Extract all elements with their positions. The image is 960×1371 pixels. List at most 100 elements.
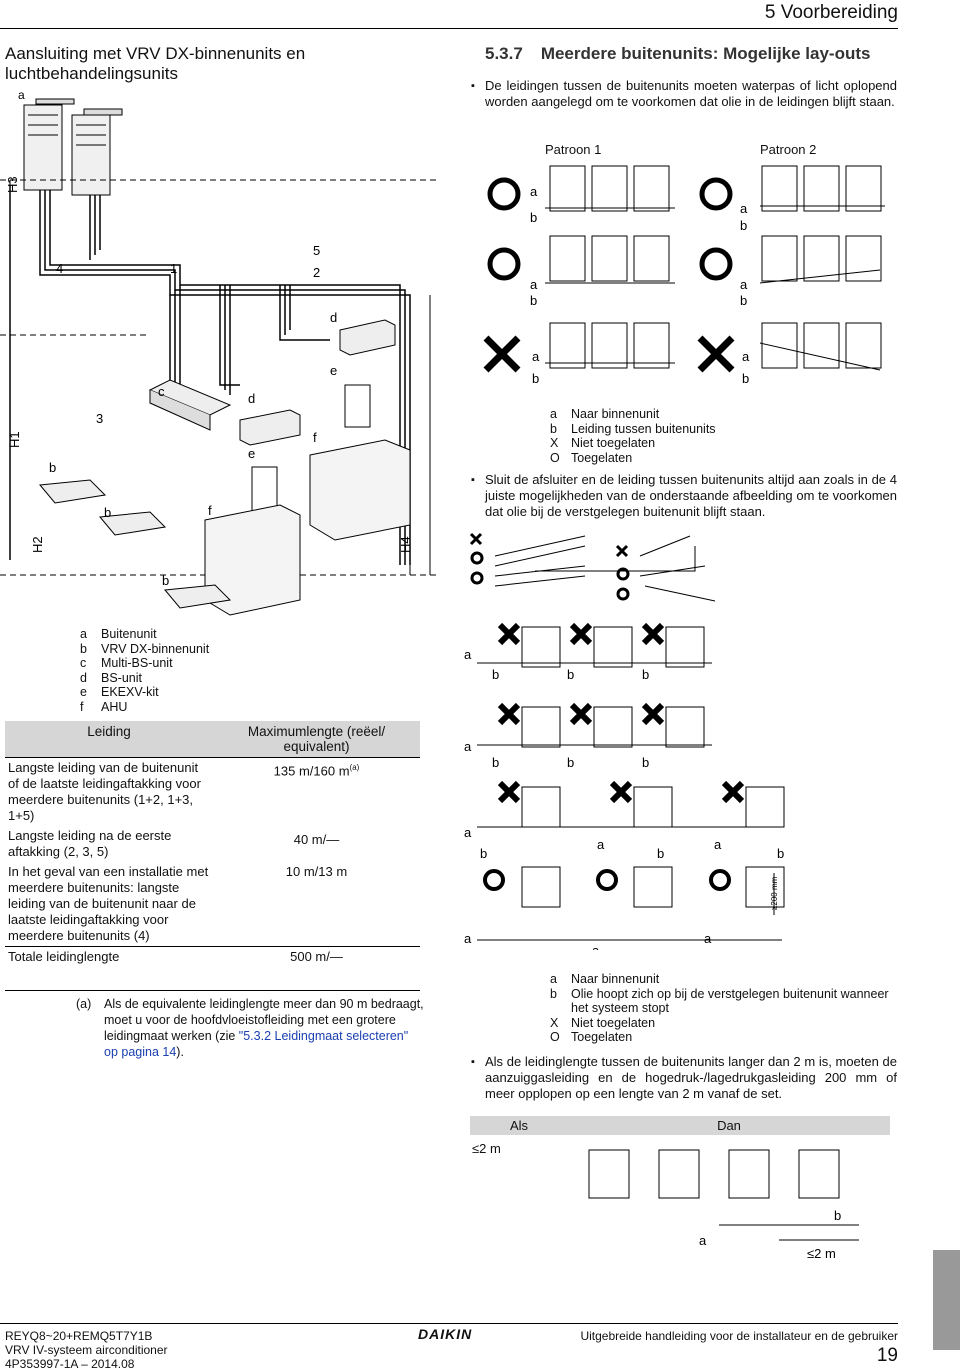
svg-text:a: a [597,837,605,852]
header-rule [0,0,898,29]
label-3: 3 [96,411,103,426]
side-tab [933,1250,960,1350]
label-2: 2 [313,265,320,280]
label-f1: f [313,430,317,445]
label-b1: b [49,460,56,475]
als-dan-table: Als Dan ≤2 m a b ≤2 m [470,1116,890,1267]
daikin-logo: DAIKIN [418,1326,473,1342]
pattern-diagrams: ab ab ab ab ab ab [483,165,885,386]
svg-text:b: b [742,371,749,386]
svg-text:b: b [532,371,539,386]
als-dan-diagram: a b ≤2 m [588,1149,859,1261]
svg-text:a: a [464,739,472,754]
table-row: Langste leiding na de eerste aftakking (… [8,828,340,859]
pipe-length-table: Leiding Maximumlengte (reëel/ equivalent… [5,721,420,967]
label-a: a [18,88,25,102]
footer-system: VRV IV-systeem airconditioner [5,1343,168,1357]
label-5: 5 [313,243,320,258]
svg-text:a: a [532,349,540,364]
label-H4: H4 [398,536,413,553]
svg-text:b: b [530,293,537,308]
svg-text:b: b [567,667,574,682]
svg-text:b: b [740,293,747,308]
svg-text:b: b [777,846,784,861]
svg-text:a: a [464,931,472,946]
label-b2: b [104,505,111,520]
outdoor-unit-1 [23,104,63,191]
svg-text:a: a [740,201,748,216]
footer-rule [0,1323,898,1324]
bullet-valve: Sluit de afsluiter en de leiding tussen … [471,472,897,520]
svg-text:b: b [567,755,574,770]
svg-text:b: b [492,755,499,770]
vrv-connection-diagram: a H3 4 1 5 2 d e c 3 d e f f b b b H1 H2… [0,88,440,616]
footnote-link[interactable]: "5.3.2 Leidingmaat selecteren" op pagina… [104,1029,409,1059]
section-header: 5 Voorbereiding [764,2,898,23]
label-H2: H2 [30,536,45,553]
svg-text:a: a [592,943,600,950]
table-row: Totale leidinglengte 500 m/— [5,946,420,967]
col-leiding: Leiding [5,721,213,758]
label-b3: b [162,573,169,588]
svg-text:a: a [530,184,538,199]
pattern-2-label: Patroon 2 [760,142,817,157]
label-d1: d [330,310,337,325]
label-4: 4 [56,261,63,276]
svg-text:a: a [464,825,472,840]
svg-text:b: b [657,846,664,861]
footer-model: REYQ8~20+REMQ5T7Y1B [5,1329,153,1343]
label-d2: d [248,391,255,406]
label-H3: H3 [5,176,20,193]
footer-manual: Uitgebreide handleiding voor de installa… [580,1329,898,1343]
table-row: In het geval van een installatie met mee… [8,864,348,943]
oil-trap-diagrams: a b b b a b b b a b a b a b a a a ≥200 m… [464,622,785,950]
svg-text:a: a [704,931,712,946]
outdoor-unit-2 [71,114,111,196]
svg-text:≤2 m: ≤2 m [807,1246,836,1260]
svg-text:a: a [464,647,472,662]
label-c: c [158,384,165,399]
svg-text:b: b [740,218,747,233]
pattern-1-label: Patroon 1 [545,142,602,157]
col-dan: Dan [568,1116,890,1135]
page-number: 19 [876,1345,898,1366]
svg-text:a: a [742,349,750,364]
svg-text:b: b [642,667,649,682]
label-H1: H1 [7,431,22,448]
svg-text:b: b [530,210,537,225]
label-f2: f [208,503,212,518]
svg-text:b: b [492,667,499,682]
svg-text:a: a [699,1233,707,1248]
table-row: Langste leiding van de buitenunit of de … [5,757,420,826]
col-als: Als [470,1116,568,1135]
col-max: Maximumlengte (reëel/ equivalent) [213,721,420,758]
label-1: 1 [170,261,177,276]
footnote-key: (a) [76,997,92,1011]
footer-docnr: 4P353997-1A – 2014.08 [5,1357,135,1371]
svg-text:b: b [834,1208,841,1223]
bullet-level-pipes: De leidingen tussen de buitenunits moete… [471,78,897,110]
svg-text:a: a [530,277,538,292]
label-e2: e [248,446,255,461]
dim-200mm: ≥200 mm [770,876,779,910]
svg-text:b: b [480,846,487,861]
bullet-length: Als de leidinglengte tussen de buitenuni… [471,1054,897,1102]
